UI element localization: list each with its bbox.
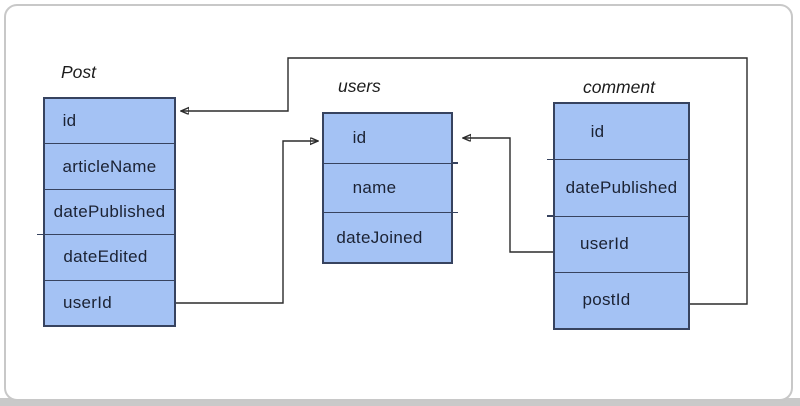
entity-comment-table: id datePublished userId postId [547,102,690,330]
field-row: articleName [45,143,174,188]
field-row: id [352,128,367,148]
field-row: dateJoined [324,212,458,262]
connector-post-userid-to-users-id [176,141,318,304]
bottom-bar [0,398,800,406]
field-row: id [62,111,77,131]
entity-users-table: id name dateJoined [322,112,458,264]
field-row: name [324,162,458,213]
entity-post-table: id articleName datePublished dateEdited … [37,97,176,327]
field-row: id [590,121,605,141]
entity-comment-title: comment [583,77,655,97]
entity-post-title: Post [61,62,97,82]
field-row: datePublished [547,158,688,215]
field-row: postId [555,271,688,328]
field-row: dateEdited [37,233,174,279]
field-row: datePublished [45,188,174,234]
field-row: userId [45,279,174,325]
field-row: userId [547,215,688,272]
connector-comment-userid-to-users-id [463,138,553,253]
entity-users-title: users [338,76,381,96]
